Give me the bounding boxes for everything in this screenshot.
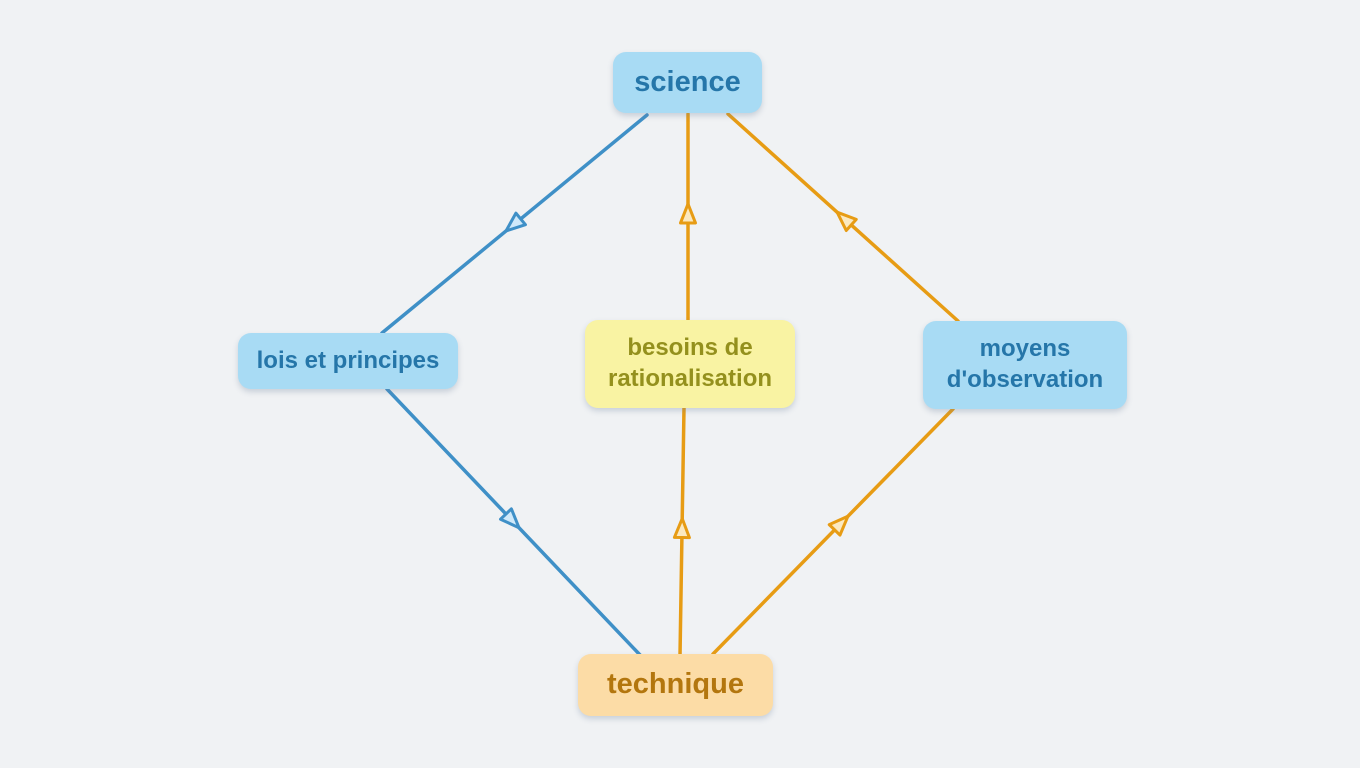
edge-science-to-lois-arrowhead-icon [504, 211, 527, 233]
node-moyens-d-observation-label: moyens d'observation [946, 335, 1104, 393]
node-lois-et-principes[interactable]: lois et principes [238, 333, 458, 389]
node-technique[interactable]: technique [578, 654, 773, 716]
edge-moyens-to-science-arrowhead-icon [835, 210, 858, 232]
node-science-label: science [634, 65, 741, 98]
edge-technique-to-moyens-arrowhead-icon [827, 514, 850, 537]
node-science[interactable]: science [613, 52, 762, 113]
edge-besoins-to-science-arrowhead-icon [679, 202, 697, 225]
node-besoins-de-rationalisation-label: besoins de rationalisation [607, 334, 773, 392]
edge-technique-to-moyens-line [711, 407, 955, 656]
node-moyens-d-observation[interactable]: moyens d'observation [923, 321, 1127, 409]
node-lois-et-principes-label: lois et principes [256, 346, 440, 374]
node-technique-label: technique [607, 668, 744, 701]
edge-technique-to-besoins-arrowhead-icon [672, 517, 691, 540]
node-besoins-de-rationalisation[interactable]: besoins de rationalisation [585, 320, 795, 408]
edge-lois-to-technique-arrowhead-icon [499, 507, 521, 530]
